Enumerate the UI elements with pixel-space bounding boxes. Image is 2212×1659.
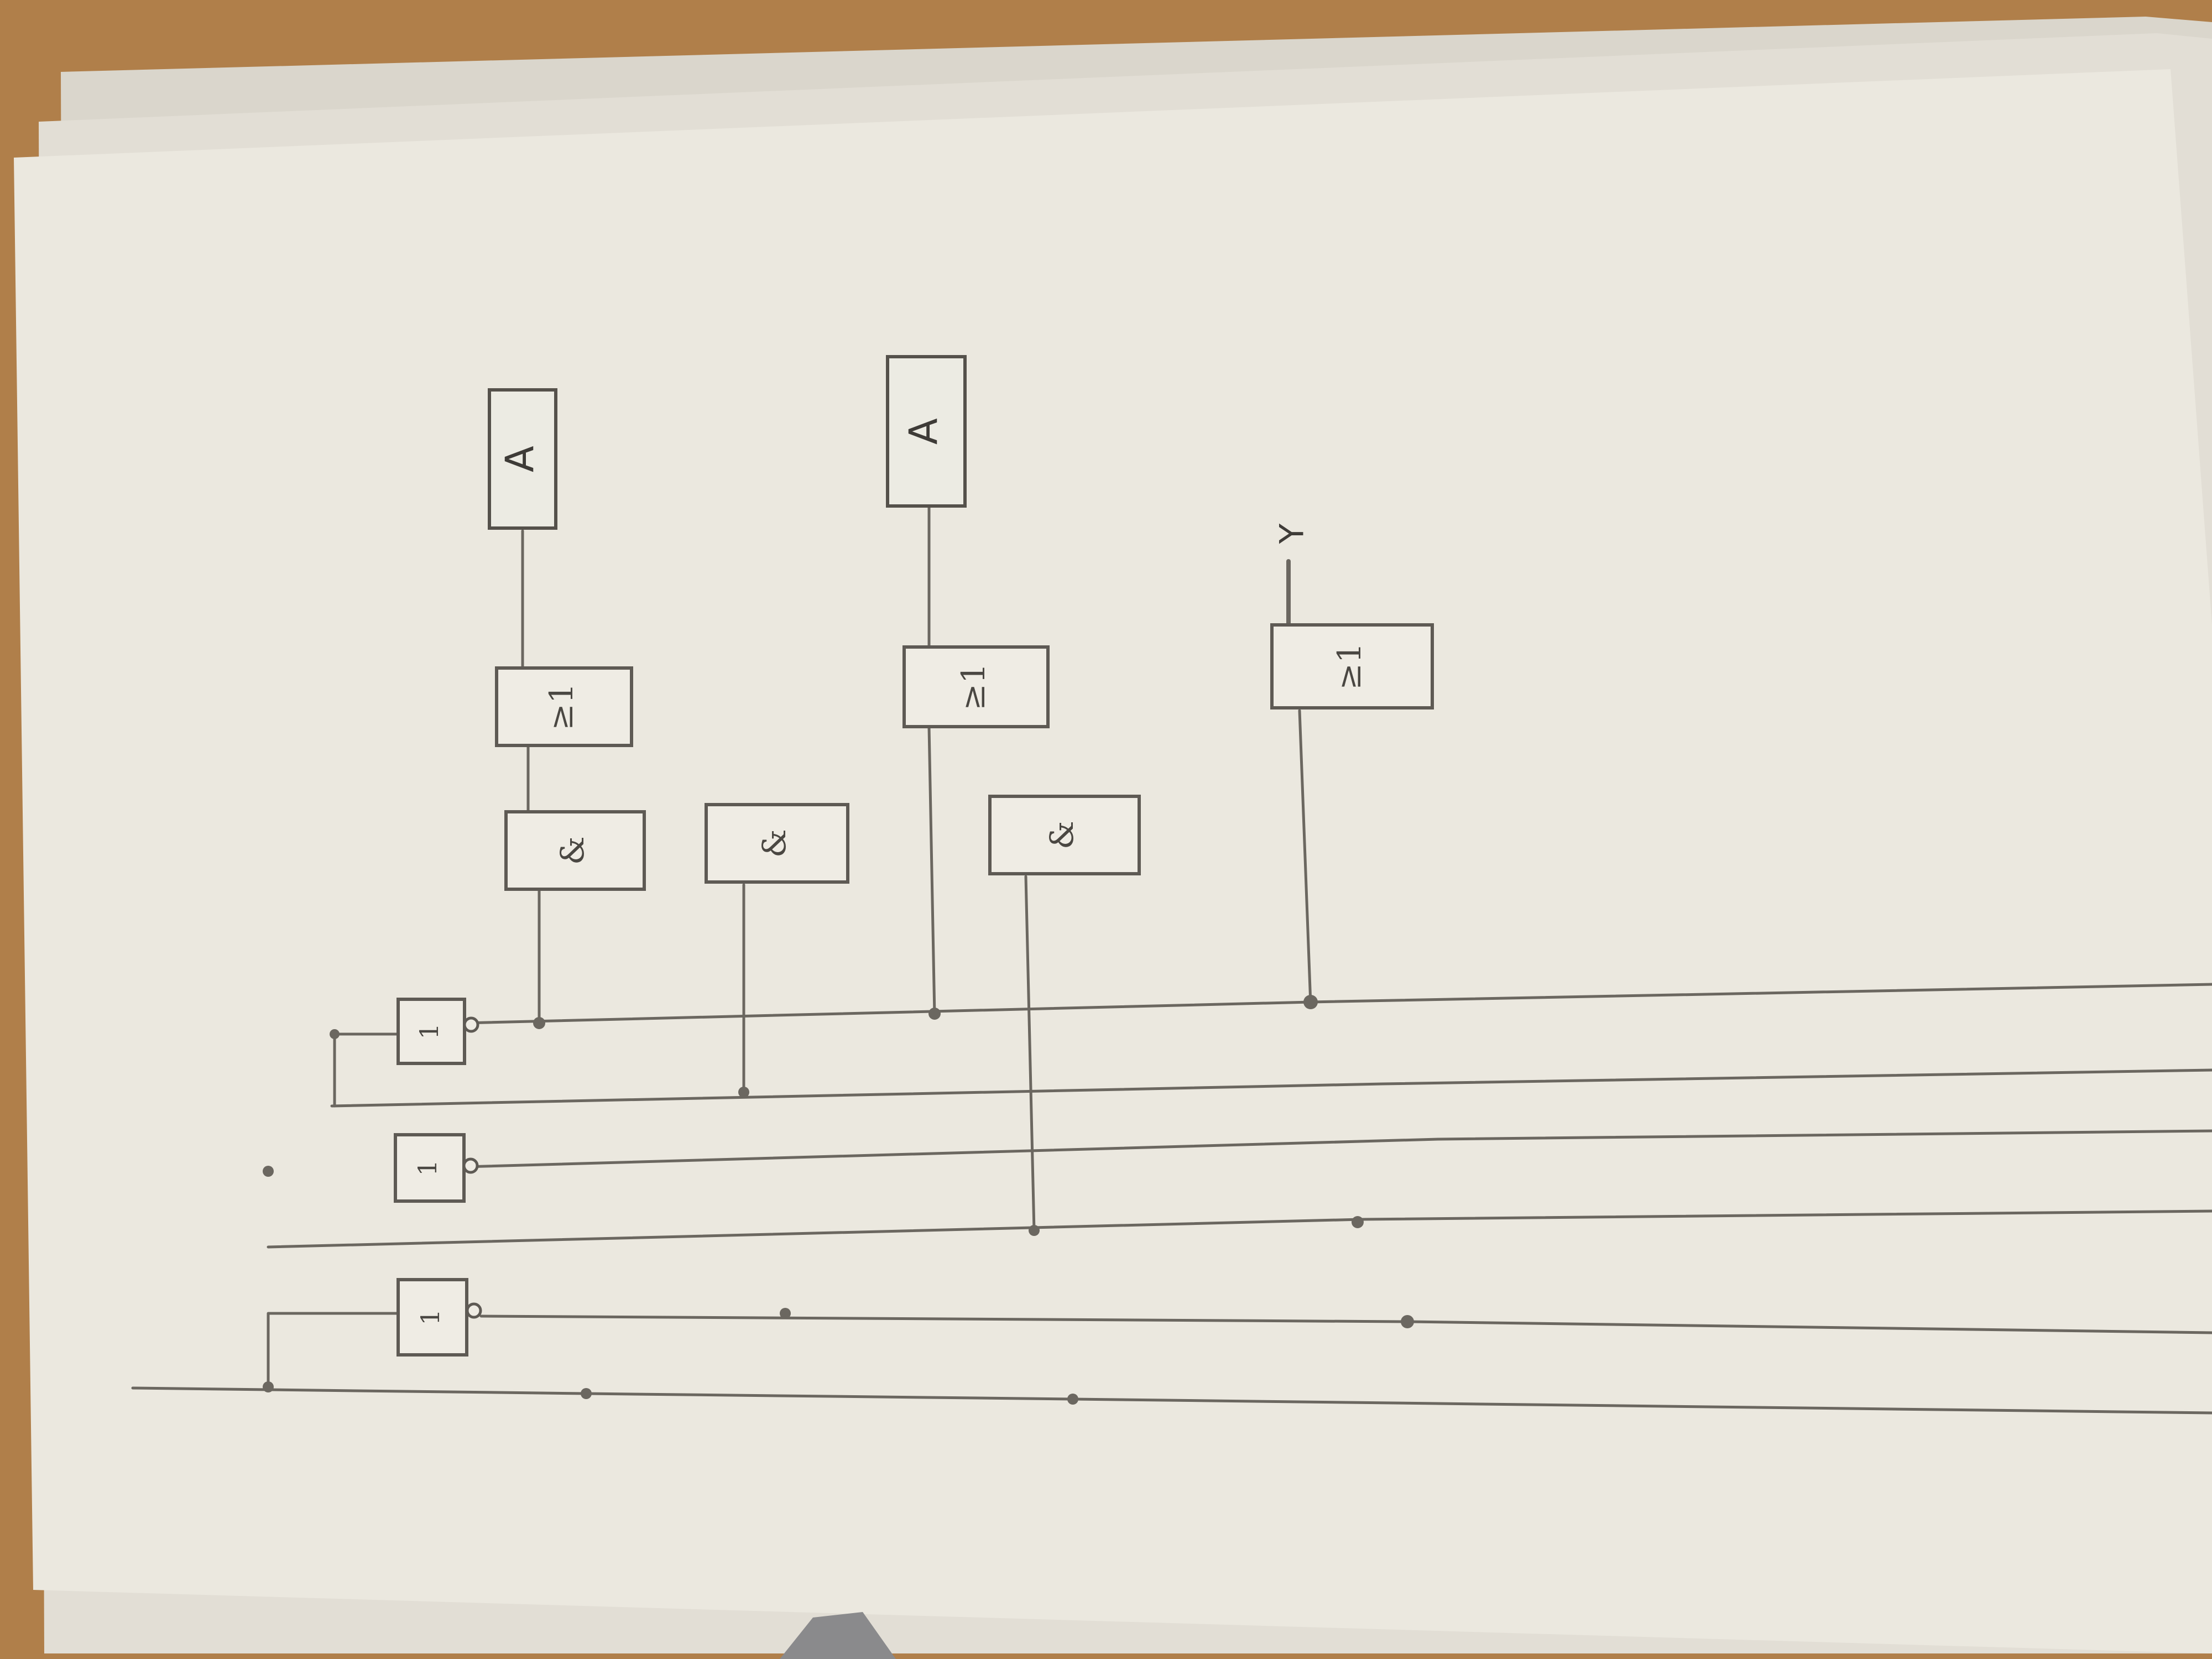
not-gate-mid: 1 xyxy=(394,1133,466,1203)
and-gate-label: & xyxy=(554,836,591,865)
not-gate-label: 1 xyxy=(414,1023,444,1039)
bus-line-6 xyxy=(131,1386,2212,1415)
junction xyxy=(738,1087,749,1098)
register-label: A xyxy=(497,446,542,472)
or-gate-right: ≥1 xyxy=(1270,623,1434,709)
not-gate-label: 1 xyxy=(415,1309,445,1325)
junctions xyxy=(263,995,1414,1405)
inverter-bubble xyxy=(462,1157,479,1174)
register-label: A xyxy=(901,418,946,445)
outer-loop xyxy=(267,1312,400,1384)
junction xyxy=(330,1029,340,1039)
or-gate-left: ≥1 xyxy=(495,666,633,747)
or-gate-label: ≥1 xyxy=(542,683,580,731)
junction xyxy=(780,1308,791,1319)
and-gate-label: & xyxy=(1043,821,1081,849)
junction xyxy=(1067,1394,1078,1405)
and-gate-c: & xyxy=(988,795,1141,875)
right-or-legs xyxy=(1298,709,1312,1005)
or-gate-label: ≥1 xyxy=(954,663,992,711)
junction xyxy=(533,1017,545,1029)
inverter-bubble xyxy=(463,1016,479,1033)
and-c-legs xyxy=(1024,875,1036,1232)
and-gate-b: & xyxy=(705,803,849,884)
and-gate-a: & xyxy=(504,810,646,891)
not-gate-bottom: 1 xyxy=(397,1278,468,1357)
junction xyxy=(1401,1315,1414,1328)
bus-line-2 xyxy=(330,1068,2212,1108)
register-box-right: A xyxy=(886,355,967,508)
not-gate-label: 1 xyxy=(413,1160,442,1176)
or-gate-mid: ≥1 xyxy=(902,645,1050,728)
junction xyxy=(581,1388,592,1399)
junction xyxy=(1029,1225,1040,1236)
and-gate-label: & xyxy=(755,829,793,858)
not-gate-top: 1 xyxy=(397,998,466,1065)
junction xyxy=(263,1381,274,1392)
register-box-left: A xyxy=(488,388,557,530)
mid-or-inputs xyxy=(927,726,936,1016)
bus-line-3 xyxy=(463,1129,2212,1168)
junction xyxy=(263,1166,274,1177)
junction xyxy=(1352,1216,1364,1228)
or-gate-label: ≥1 xyxy=(1331,643,1368,690)
corner-object xyxy=(780,1612,896,1659)
inverter-bubble xyxy=(466,1302,482,1319)
output-label: Y xyxy=(1273,523,1312,544)
junction xyxy=(1303,995,1318,1009)
junction xyxy=(928,1008,941,1020)
